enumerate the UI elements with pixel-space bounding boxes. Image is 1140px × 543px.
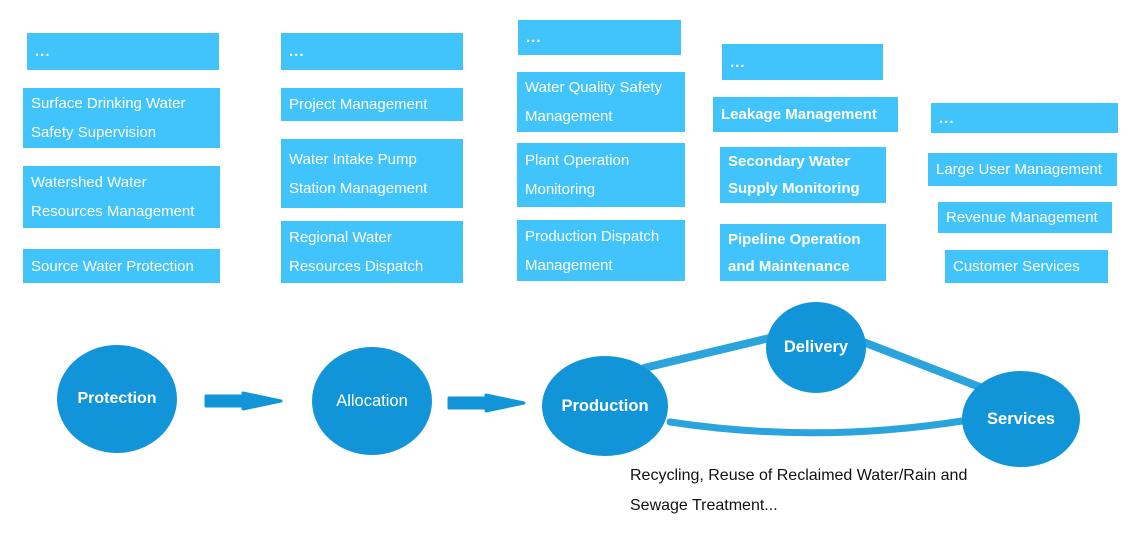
box-watershed-water-resources-management: Watershed Water Resources Management <box>23 166 220 228</box>
text-line: Leakage Management <box>721 106 877 123</box>
text-line: Regional Water <box>289 229 392 246</box>
box-water-quality-safety-management: Water Quality Safety Management <box>517 72 685 132</box>
recycling-note: Recycling, Reuse of Reclaimed Water/Rain… <box>630 461 1020 521</box>
text-line: Management <box>525 108 613 125</box>
link-production-services-recycle <box>666 417 966 437</box>
text-line: Revenue Management <box>946 209 1098 226</box>
text-line: Plant Operation <box>525 152 630 169</box>
link-production-delivery <box>640 332 782 372</box>
text-line: Project Management <box>289 96 428 113</box>
text-line: Water Intake Pump <box>289 150 417 168</box>
node-label: Delivery <box>783 338 849 356</box>
recycling-note-line2: Sewage Treatment... <box>630 497 778 514</box>
box-regional-water-resources-dispatch: Regional Water Resources Dispatch <box>281 221 463 283</box>
text-line: Customer Services <box>953 258 1080 275</box>
box-revenue-management: Revenue Management <box>938 202 1112 233</box>
text-line: Monitoring <box>525 181 596 198</box>
arrow-protection-to-allocation-icon <box>204 391 283 411</box>
node-production: Production <box>542 356 668 456</box>
text-line: Management <box>525 256 613 274</box>
node-protection: Protection <box>57 345 177 453</box>
text-line: ... <box>35 43 51 60</box>
node-label: Production <box>561 396 649 415</box>
text-line: Production Dispatch <box>525 227 660 245</box>
text-line: ... <box>730 53 746 71</box>
box-customer-services: Customer Services <box>945 250 1108 283</box>
box-plant-operation-monitoring: Plant Operation Monitoring <box>517 143 685 207</box>
text-line: Water Quality Safety <box>525 79 662 96</box>
box-leakage-management: Leakage Management <box>713 97 898 132</box>
text-line: Station Management <box>289 179 428 197</box>
box-water-intake-pump-station-management: Water Intake Pump Station Management <box>281 139 463 208</box>
node-label: Services <box>987 409 1055 428</box>
text-line: Watershed Water <box>31 174 147 191</box>
text-line: ... <box>289 43 305 60</box>
arrow-allocation-to-production-icon <box>447 393 526 413</box>
node-label: Protection <box>77 390 157 407</box>
node-delivery: Delivery <box>766 302 866 393</box>
text-line: Surface Drinking Water <box>31 95 186 112</box>
box-secondary-water-supply-monitoring: Secondary Water Supply Monitoring <box>720 147 886 203</box>
box-production-dispatch-management: Production Dispatch Management <box>517 220 685 281</box>
text-line: and Maintenance <box>728 257 850 275</box>
text-line: Resources Dispatch <box>289 258 424 275</box>
link-delivery-services <box>854 336 989 393</box>
ellipsis-header-col3: ... <box>518 20 681 55</box>
node-label: Allocation <box>336 391 408 410</box>
box-large-user-management: Large User Management <box>928 153 1117 186</box>
ellipsis-header-col5: ... <box>931 103 1118 133</box>
text-line: Source Water Protection <box>31 257 194 275</box>
text-line: Supply Monitoring <box>728 180 860 197</box>
recycling-note-line1: Recycling, Reuse of Reclaimed Water/Rain… <box>630 467 968 484</box>
text-line: Safety Supervision <box>31 124 157 141</box>
text-line: Resources Management <box>31 203 195 220</box>
ellipsis-header-col4: ... <box>722 44 883 80</box>
text-line: ... <box>939 109 955 127</box>
box-surface-drinking-water-safety-supervision: Surface Drinking Water Safety Supervisio… <box>23 88 220 148</box>
ellipsis-header-col1: ... <box>27 33 219 70</box>
box-source-water-protection: Source Water Protection <box>23 249 220 283</box>
text-line: Large User Management <box>936 161 1102 178</box>
ellipsis-header-col2: ... <box>281 33 463 70</box>
text-line: ... <box>526 29 542 46</box>
text-line: Pipeline Operation <box>728 230 861 248</box>
box-project-management: Project Management <box>281 88 463 121</box>
node-allocation: Allocation <box>312 347 432 455</box>
box-pipeline-operation-and-maintenance: Pipeline Operation and Maintenance <box>720 224 886 281</box>
node-services: Services <box>962 371 1080 467</box>
text-line: Secondary Water <box>728 153 850 170</box>
